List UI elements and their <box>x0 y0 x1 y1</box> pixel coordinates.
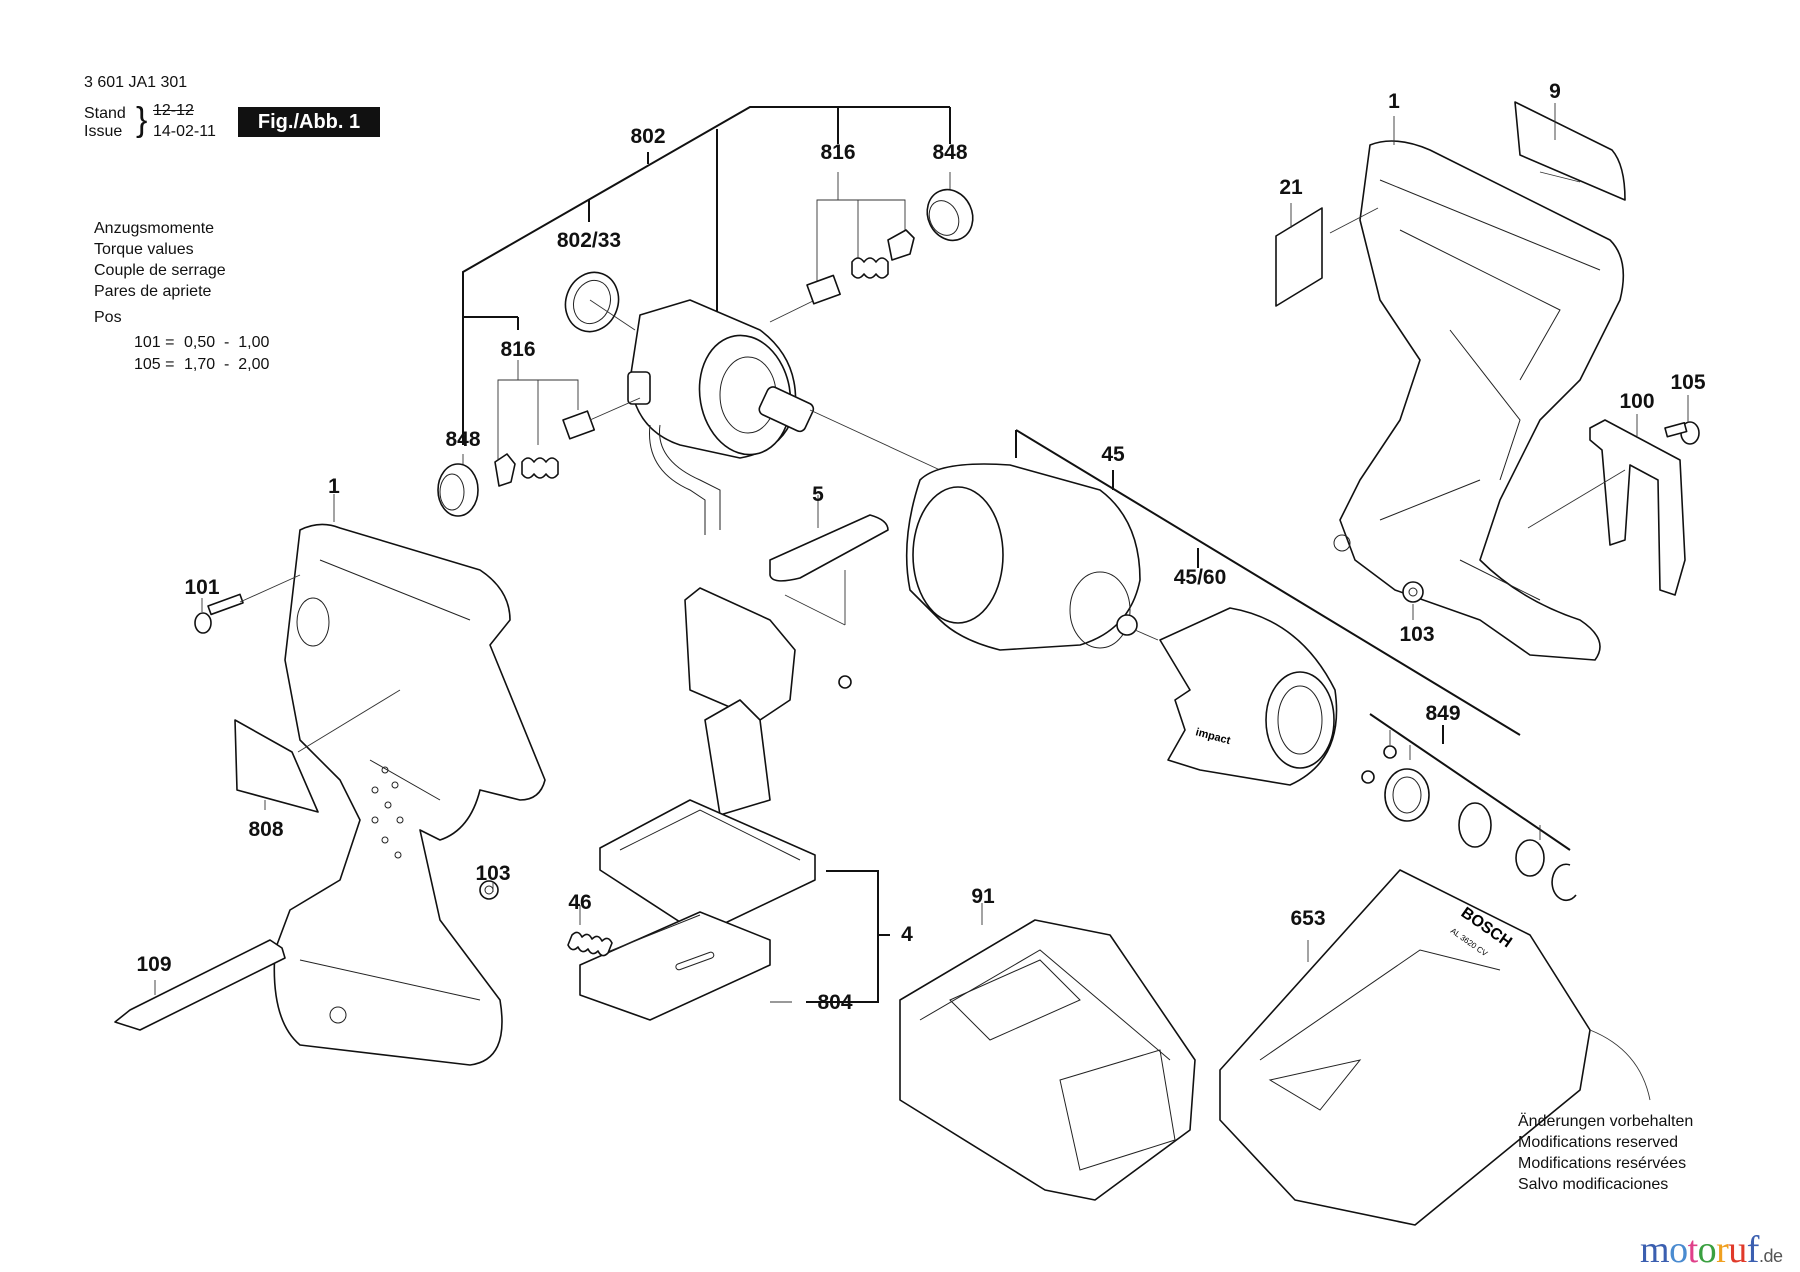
callout-5: 5 <box>812 483 824 506</box>
callout-816-left: 816 <box>500 338 536 361</box>
part-802-motor <box>627 299 941 535</box>
torque-range: 0,50 - 1,00 <box>184 334 270 351</box>
callout-91: 91 <box>971 885 995 908</box>
callout-816-top: 816 <box>820 141 856 164</box>
callout-46: 46 <box>568 891 592 914</box>
callout-105: 105 <box>1670 371 1706 394</box>
logo-letter: t <box>1687 1229 1699 1271</box>
part-849-chuck-parts <box>1361 713 1577 902</box>
stand-label: Stand <box>84 105 126 122</box>
part-46-spring <box>567 905 613 957</box>
callout-1-right: 1 <box>1388 90 1400 113</box>
callout-848-left: 848 <box>445 428 481 451</box>
part-816-brush-top <box>806 229 915 305</box>
note-en: Modifications reserved <box>1518 1134 1679 1151</box>
part-1-housing-right <box>1333 140 1625 661</box>
callout-1-left: 1 <box>328 475 340 498</box>
callout-109: 109 <box>136 953 172 976</box>
logo-letter: m <box>1640 1229 1670 1271</box>
logo-letter: u <box>1728 1229 1747 1271</box>
part-103-nut-right <box>1402 581 1424 603</box>
leader-lines-802 <box>462 106 951 445</box>
part-109-bit <box>114 939 286 1031</box>
logo-letter: f <box>1746 1229 1760 1271</box>
part-switch <box>599 587 852 936</box>
leader-lines-816-top <box>816 172 951 283</box>
callout-802: 802 <box>630 125 666 148</box>
issue-label: Issue <box>84 123 123 140</box>
part-804-terminal-plate <box>579 911 771 1021</box>
torque-line-es: Pares de apriete <box>94 283 212 300</box>
callout-848-top: 848 <box>932 141 968 164</box>
callout-849: 849 <box>1425 702 1461 725</box>
part-848-cap-left <box>437 463 479 517</box>
note-es: Salvo modificaciones <box>1518 1176 1669 1193</box>
torque-line-de: Anzugsmomente <box>94 220 215 237</box>
leader-lines-4 <box>770 870 890 1003</box>
part-653-charger: BOSCH AL 3620 CV <box>1219 869 1651 1226</box>
callout-808: 808 <box>248 818 284 841</box>
torque-pos: 101 = <box>134 334 175 351</box>
note-de: Änderungen vorbehalten <box>1518 1113 1694 1130</box>
part-9-label-plate <box>1514 101 1626 201</box>
logo-letter: r <box>1716 1229 1729 1271</box>
part-1-housing-left <box>273 523 546 1066</box>
part-91-battery <box>899 903 1196 1201</box>
torque-row: 105 = 1,70 - 2,00 <box>94 354 269 376</box>
callout-100: 100 <box>1619 390 1655 413</box>
callout-103-left: 103 <box>475 862 511 885</box>
grip-dots <box>371 766 404 859</box>
brace-symbol: } <box>136 101 148 139</box>
torque-line-fr: Couple de serrage <box>94 262 226 279</box>
issue-value: 14-02-11 <box>153 123 216 140</box>
part-103-nut-left <box>479 880 499 900</box>
part-100-belt-clip <box>1527 419 1686 596</box>
callout-4: 4 <box>901 923 913 946</box>
part-45-60-cover: impact <box>1159 607 1338 786</box>
leader-lines-816-left <box>462 360 579 470</box>
torque-values-block: Anzugsmomente Torque values Couple de se… <box>94 218 269 376</box>
stand-value-struck: 12-12 <box>153 102 194 119</box>
torque-pos: 105 = <box>134 356 175 373</box>
torque-range: 1,70 - 2,00 <box>184 356 270 373</box>
callout-45-60: 45/60 <box>1173 566 1227 589</box>
watermark-logo: motoruf.de <box>1640 1228 1783 1272</box>
logo-tld: .de <box>1758 1246 1783 1266</box>
part-848-cap-top <box>926 188 974 242</box>
callout-stems <box>333 103 1689 620</box>
callout-802-33: 802/33 <box>556 229 622 252</box>
part-5-slider <box>769 495 889 626</box>
part-number: 3 601 JA1 301 <box>84 74 188 91</box>
note-fr: Modifications resérvées <box>1518 1155 1687 1172</box>
callout-21: 21 <box>1279 176 1303 199</box>
part-105-screw <box>1664 421 1700 445</box>
callout-9: 9 <box>1549 80 1561 103</box>
callout-804: 804 <box>817 991 853 1014</box>
logo-letter: o <box>1697 1229 1717 1271</box>
pos-label: Pos <box>94 309 122 326</box>
part-21-label-plate <box>1275 207 1379 307</box>
modifications-notes: Änderungen vorbehalten Modifications res… <box>1518 1111 1693 1195</box>
logo-letter: o <box>1669 1229 1688 1271</box>
part-101-screw <box>194 574 301 634</box>
part-808-label-plate <box>234 689 401 813</box>
part-816-brush-left <box>494 397 641 487</box>
callout-103-right: 103 <box>1399 623 1435 646</box>
callout-101: 101 <box>184 576 220 599</box>
callout-653: 653 <box>1290 907 1326 930</box>
torque-row: 101 = 0,50 - 1,00 <box>94 332 269 354</box>
torque-line-en: Torque values <box>94 241 194 258</box>
part-45-gear-housing <box>905 429 1521 736</box>
part-802-33-ring <box>564 271 636 333</box>
figure-badge: Fig./Abb. 1 <box>238 107 380 137</box>
callout-45: 45 <box>1101 443 1125 466</box>
